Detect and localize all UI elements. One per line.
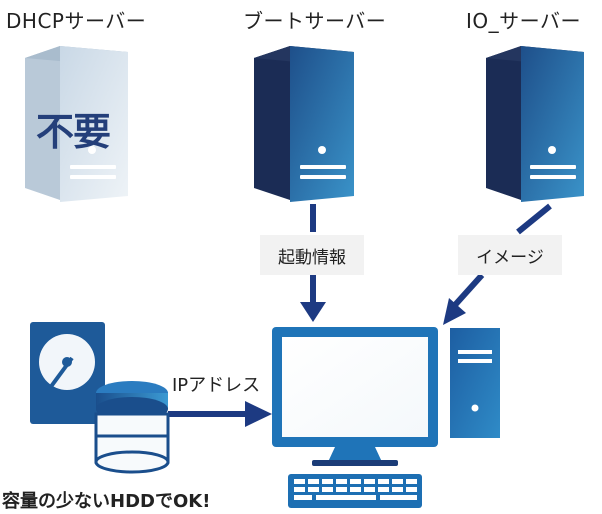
monitor-icon xyxy=(272,327,438,466)
io-server-title: IO_サーバー xyxy=(466,9,581,33)
boot-info-label: 起動情報 xyxy=(260,235,364,275)
boot-info-arrow xyxy=(300,204,326,322)
boot-server-title: ブートサーバー xyxy=(243,9,387,33)
keyboard-icon xyxy=(288,474,422,508)
hdd-caption: 容量の少ないHDDでOK! xyxy=(2,491,211,512)
dhcp-server-title: DHCPサーバー xyxy=(6,9,147,33)
io-server-icon xyxy=(486,46,584,202)
database-icon xyxy=(94,381,170,474)
dhcp-server-icon xyxy=(25,46,128,202)
hdd-icon xyxy=(30,322,105,424)
boot-server-icon xyxy=(254,46,354,202)
image-label: イメージ xyxy=(458,235,562,275)
ip-address-label: IPアドレス xyxy=(172,375,261,396)
pc-tower-icon xyxy=(450,328,500,438)
image-arrow xyxy=(443,203,552,325)
ip-address-arrow xyxy=(168,401,272,427)
dhcp-status-label: 不要 xyxy=(36,110,111,154)
